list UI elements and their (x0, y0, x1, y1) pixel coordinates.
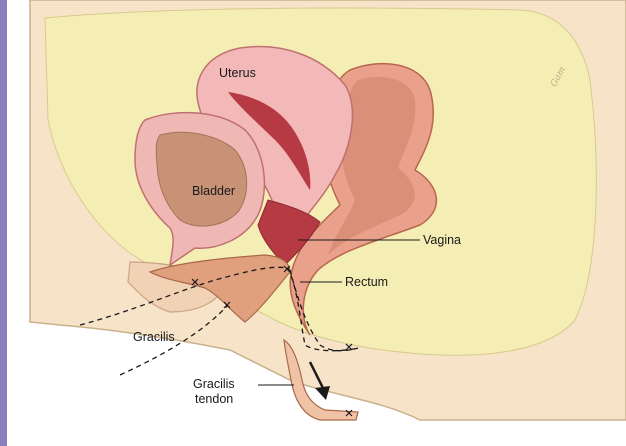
vagina-label: Vagina (423, 233, 461, 248)
gracilis-tendon-label-line1: Gracilis (193, 377, 235, 392)
gracilis-tendon-label-line2: tendon (195, 392, 233, 407)
bladder-label: Bladder (192, 184, 235, 199)
uterus-label: Uterus (219, 66, 256, 81)
gracilis-label: Gracilis (133, 330, 175, 345)
rectum-label: Rectum (345, 275, 388, 290)
